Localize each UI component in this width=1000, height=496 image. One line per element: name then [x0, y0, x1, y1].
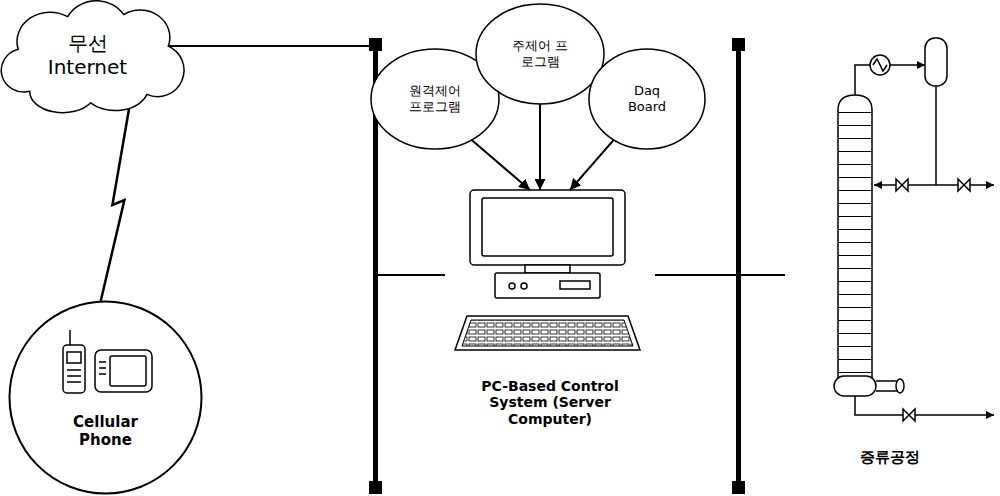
circle-outline	[8, 300, 203, 495]
distillation-process: 증류공정	[785, 40, 995, 480]
node-label: 주제어 프로그램	[509, 38, 571, 69]
phone-illustration	[63, 330, 152, 393]
flow-arrow	[570, 140, 614, 190]
pc-illustration	[455, 190, 640, 350]
wireless-link	[101, 101, 131, 302]
phone-circle: Cellular Phone	[8, 300, 203, 495]
flow-arrow	[472, 140, 530, 190]
node-label: 무선 Internet	[43, 31, 133, 79]
network-line	[655, 274, 785, 276]
flow-arrow	[539, 104, 541, 190]
none-outline	[785, 40, 995, 480]
node-label: PC-Based Control System (Server Computer…	[475, 378, 625, 428]
distillation-illustration	[834, 38, 994, 421]
daq-ellipse: Daq Board	[588, 48, 706, 150]
node-label: 증류공정	[860, 448, 920, 466]
io-bus	[732, 38, 745, 494]
program-ellipse: 주제어 프로그램	[475, 3, 605, 105]
cloud-node: 무선 Internet	[5, 2, 170, 107]
node-label: Daq Board	[622, 83, 672, 114]
node-label: Cellular Phone	[61, 413, 151, 449]
server-computer: PC-Based Control System (Server Computer…	[445, 190, 655, 432]
node-label: 원격제어 프로그램	[404, 83, 466, 114]
